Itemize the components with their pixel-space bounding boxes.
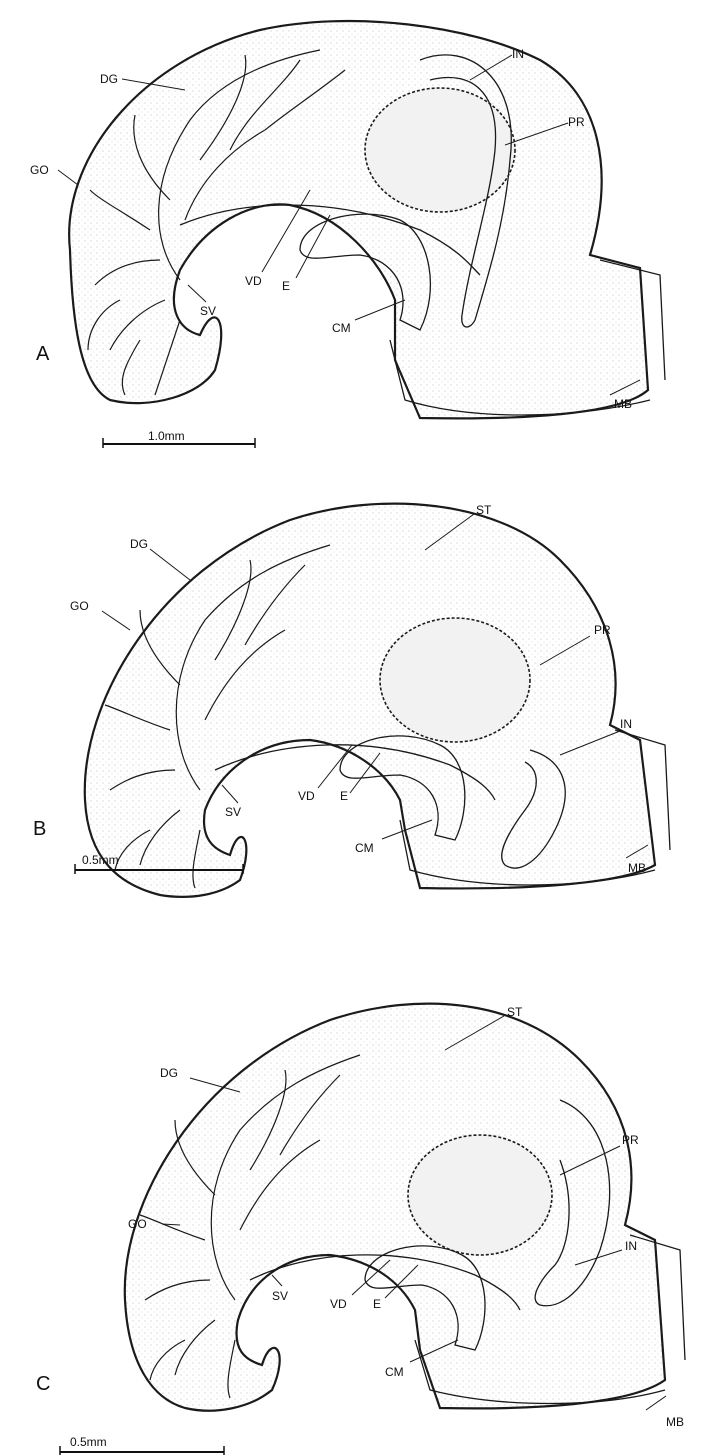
scale-label: 0.5mm: [70, 1435, 107, 1449]
label-sv: SV: [225, 805, 241, 819]
panel-letter: B: [33, 818, 46, 840]
label-cm: CM: [332, 321, 351, 335]
label-dg: DG: [160, 1066, 178, 1080]
label-dg: DG: [100, 72, 118, 86]
label-e: E: [373, 1297, 381, 1311]
label-pr: PR: [594, 623, 611, 637]
label-sv: SV: [272, 1289, 288, 1303]
label-pr: PR: [622, 1133, 639, 1147]
specimen-b-drawing: ST DG GO SV VD E CM PR IN MB B 0.5mm: [0, 470, 713, 940]
label-go: GO: [30, 163, 49, 177]
panel-b: ST DG GO SV VD E CM PR IN MB B 0.5mm: [0, 470, 713, 940]
specimen-a-drawing: DG GO SV VD E CM IN PR MB A 1.0mm: [0, 0, 713, 460]
label-go: GO: [70, 599, 89, 613]
panel-letter: A: [36, 343, 50, 365]
stipple-fill: [125, 1004, 665, 1411]
scale-label: 0.5mm: [82, 853, 119, 867]
label-e: E: [340, 789, 348, 803]
label-cm: CM: [355, 841, 374, 855]
label-in: IN: [512, 47, 524, 61]
label-dg: DG: [130, 537, 148, 551]
label-st: ST: [476, 503, 492, 517]
specimen-c-drawing: ST DG GO SV VD E CM PR IN MB C 0.5mm: [0, 960, 713, 1456]
panel-letter: C: [36, 1373, 50, 1395]
panel-c: ST DG GO SV VD E CM PR IN MB C 0.5mm: [0, 960, 713, 1456]
label-vd: VD: [330, 1297, 347, 1311]
label-cm: CM: [385, 1365, 404, 1379]
label-mb: MB: [614, 397, 632, 411]
prostate: [365, 88, 515, 212]
stipple-fill: [69, 21, 648, 418]
scale-label: 1.0mm: [148, 429, 185, 443]
label-st: ST: [507, 1005, 523, 1019]
label-pr: PR: [568, 115, 585, 129]
stipple-fill: [85, 504, 655, 897]
label-go: GO: [128, 1217, 147, 1231]
label-mb: MB: [666, 1415, 684, 1429]
panel-a: DG GO SV VD E CM IN PR MB A 1.0mm: [0, 0, 713, 460]
label-in: IN: [625, 1239, 637, 1253]
prostate: [408, 1135, 552, 1255]
label-in: IN: [620, 717, 632, 731]
label-vd: VD: [298, 789, 315, 803]
label-sv: SV: [200, 304, 216, 318]
label-e: E: [282, 279, 290, 293]
prostate: [380, 618, 530, 742]
label-mb: MB: [628, 861, 646, 875]
label-vd: VD: [245, 274, 262, 288]
